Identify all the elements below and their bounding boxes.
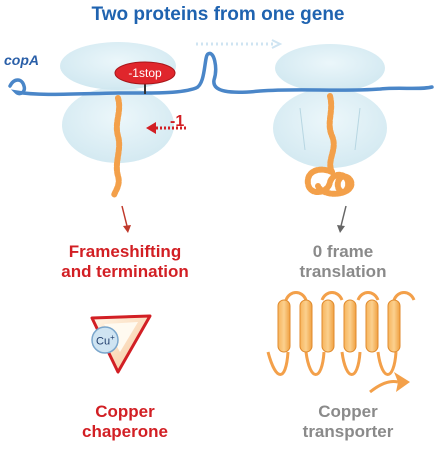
right-process-label: 0 frame translation	[250, 242, 436, 281]
right-product-line1: Copper	[318, 402, 378, 421]
left-product-label: Copper chaperone	[40, 402, 210, 441]
diagram-title: Two proteins from one gene	[91, 4, 345, 25]
right-process-line2: translation	[299, 261, 387, 281]
direction-arrow	[196, 39, 283, 49]
frameshift-arrow	[146, 122, 186, 134]
left-peptide	[111, 95, 123, 199]
copper-transporter-icon	[266, 291, 416, 394]
copper-ion-symbol: Cu	[96, 335, 111, 348]
right-process-line1: 0 frame	[312, 242, 374, 261]
copper-ion-label: Cu+	[96, 333, 115, 348]
gene-label: copA	[4, 52, 39, 68]
copper-chaperone-icon	[90, 314, 152, 374]
frameshift-label: -1	[170, 113, 185, 130]
left-product-line2: chaperone	[82, 421, 168, 441]
copper-ion-charge: +	[110, 333, 115, 342]
right-down-arrow	[337, 205, 347, 233]
right-peptide	[304, 93, 355, 197]
right-product-line2: transporter	[302, 421, 394, 441]
left-process-line2: and termination	[61, 261, 189, 281]
left-down-arrow	[121, 205, 131, 233]
left-process-line1: Frameshifting	[68, 242, 182, 261]
stop-codon-badge	[114, 61, 176, 94]
left-product-line1: Copper	[95, 402, 155, 421]
right-product-label: Copper transporter	[260, 402, 436, 441]
left-process-label: Frameshifting and termination	[30, 242, 220, 281]
stop-codon-label: -1stop	[128, 66, 162, 80]
mrna-strand	[8, 51, 434, 97]
